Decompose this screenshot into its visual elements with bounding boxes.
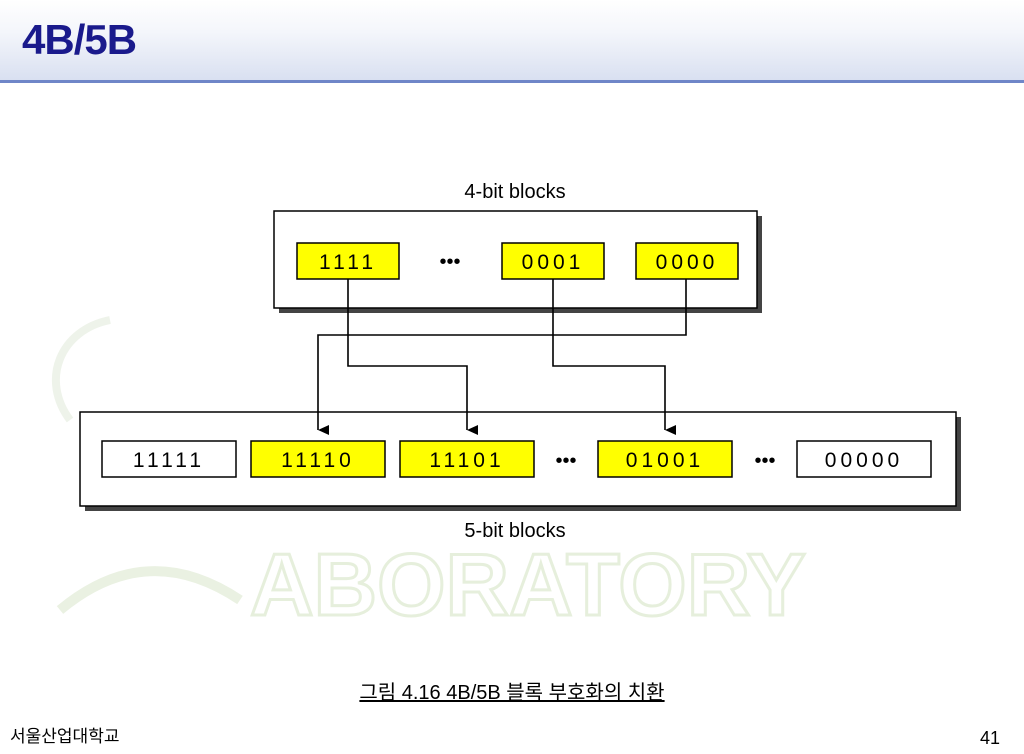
four-bit-ellipsis: ••• [439, 251, 460, 273]
arrow-0001-to-11101 [347, 279, 478, 435]
header-rule [0, 80, 1024, 83]
five-bit-block-2-label: 11110 [281, 449, 355, 472]
four-bit-block-2-label: 0001 [522, 251, 585, 274]
header-band [0, 0, 1024, 80]
five-bit-block-5-label: 00000 [825, 449, 903, 472]
watermark-text: ABORATORY [250, 535, 806, 634]
four-bit-block-1-label: 1111 [319, 251, 377, 274]
five-bit-block-3: 11101 [399, 440, 535, 478]
five-bit-block-1-label: 11111 [133, 449, 205, 472]
page-number: 41 [979, 728, 1000, 748]
five-bit-block-4-label: 01001 [626, 449, 704, 472]
watermark-arc-icon [51, 316, 111, 423]
four-bit-block-3-rect [635, 242, 739, 280]
four-bit-block-2-rect [501, 242, 605, 280]
five-bit-block-5: 00000 [796, 440, 932, 478]
footer-university: 서울산업대학교 [10, 727, 120, 746]
four-bit-block-2: 0001 [501, 242, 605, 280]
five-bit-block-1: 11111 [101, 440, 237, 478]
bottom-label: 5-bit blocks [464, 520, 565, 542]
five-bit-ellipsis-1: ••• [555, 450, 576, 472]
five-bit-block-3-rect [399, 440, 535, 478]
caption-background [242, 672, 782, 708]
five-bit-block-3-label: 11101 [429, 449, 504, 472]
arrow-1111-to-11110 [317, 279, 687, 435]
five-bit-block-4-rect [597, 440, 733, 478]
five-bit-block-2: 11110 [250, 440, 386, 478]
slide-title: 4B/5B [22, 16, 137, 63]
four-bit-block-1: 1111 [296, 242, 400, 280]
four-bit-block-3: 0000 [635, 242, 739, 280]
five-bit-block-4: 01001 [597, 440, 733, 478]
five-bit-block-2-rect [250, 440, 386, 478]
arrow-0000-to-01001 [552, 279, 676, 435]
top-label: 4-bit blocks [464, 181, 565, 203]
four-bit-block-3-label: 0000 [656, 251, 719, 274]
figure-caption: 그림 4.16 4B/5B 블록 부호화의 치환 [359, 682, 665, 704]
five-bit-block-1-rect [101, 440, 237, 478]
watermark-swoosh-icon [56, 566, 243, 614]
five-bit-block-5-rect [796, 440, 932, 478]
five-bit-ellipsis-2: ••• [754, 450, 775, 472]
